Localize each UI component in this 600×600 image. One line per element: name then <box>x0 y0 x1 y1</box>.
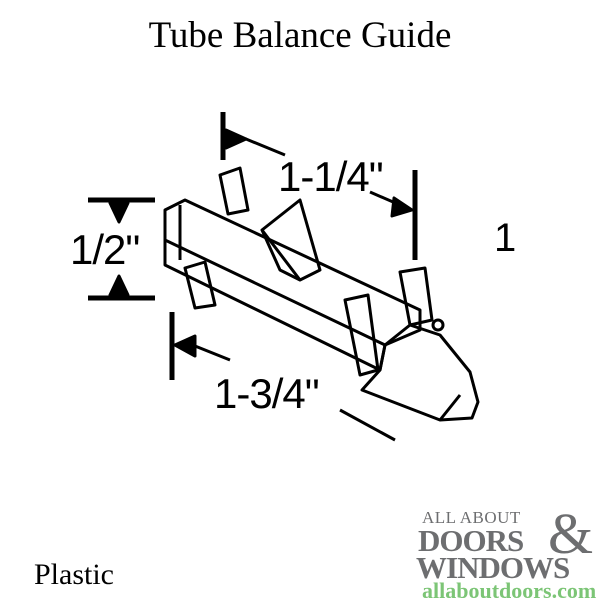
height-dimension-label: 1/2" <box>70 226 140 273</box>
logo-ampersand: & <box>548 501 594 566</box>
dimension-lines <box>88 112 418 442</box>
material-label: Plastic <box>34 558 114 591</box>
brand-logo: & ALL ABOUT DOORS WINDOWS allaboutdoors.… <box>408 501 600 600</box>
logo-url: allaboutdoors.com <box>422 578 597 600</box>
logo-line2: DOORS <box>418 523 524 558</box>
product-title: Tube Balance Guide <box>148 15 452 56</box>
width-dimension-label: 1-1/4" <box>278 153 384 200</box>
logo-line3: WINDOWS <box>416 550 570 585</box>
length-dimension-label: 1-3/4" <box>214 370 320 417</box>
guide-part <box>163 166 480 422</box>
quantity-label: 1 <box>494 216 517 260</box>
logo-line1: ALL ABOUT <box>422 508 521 527</box>
